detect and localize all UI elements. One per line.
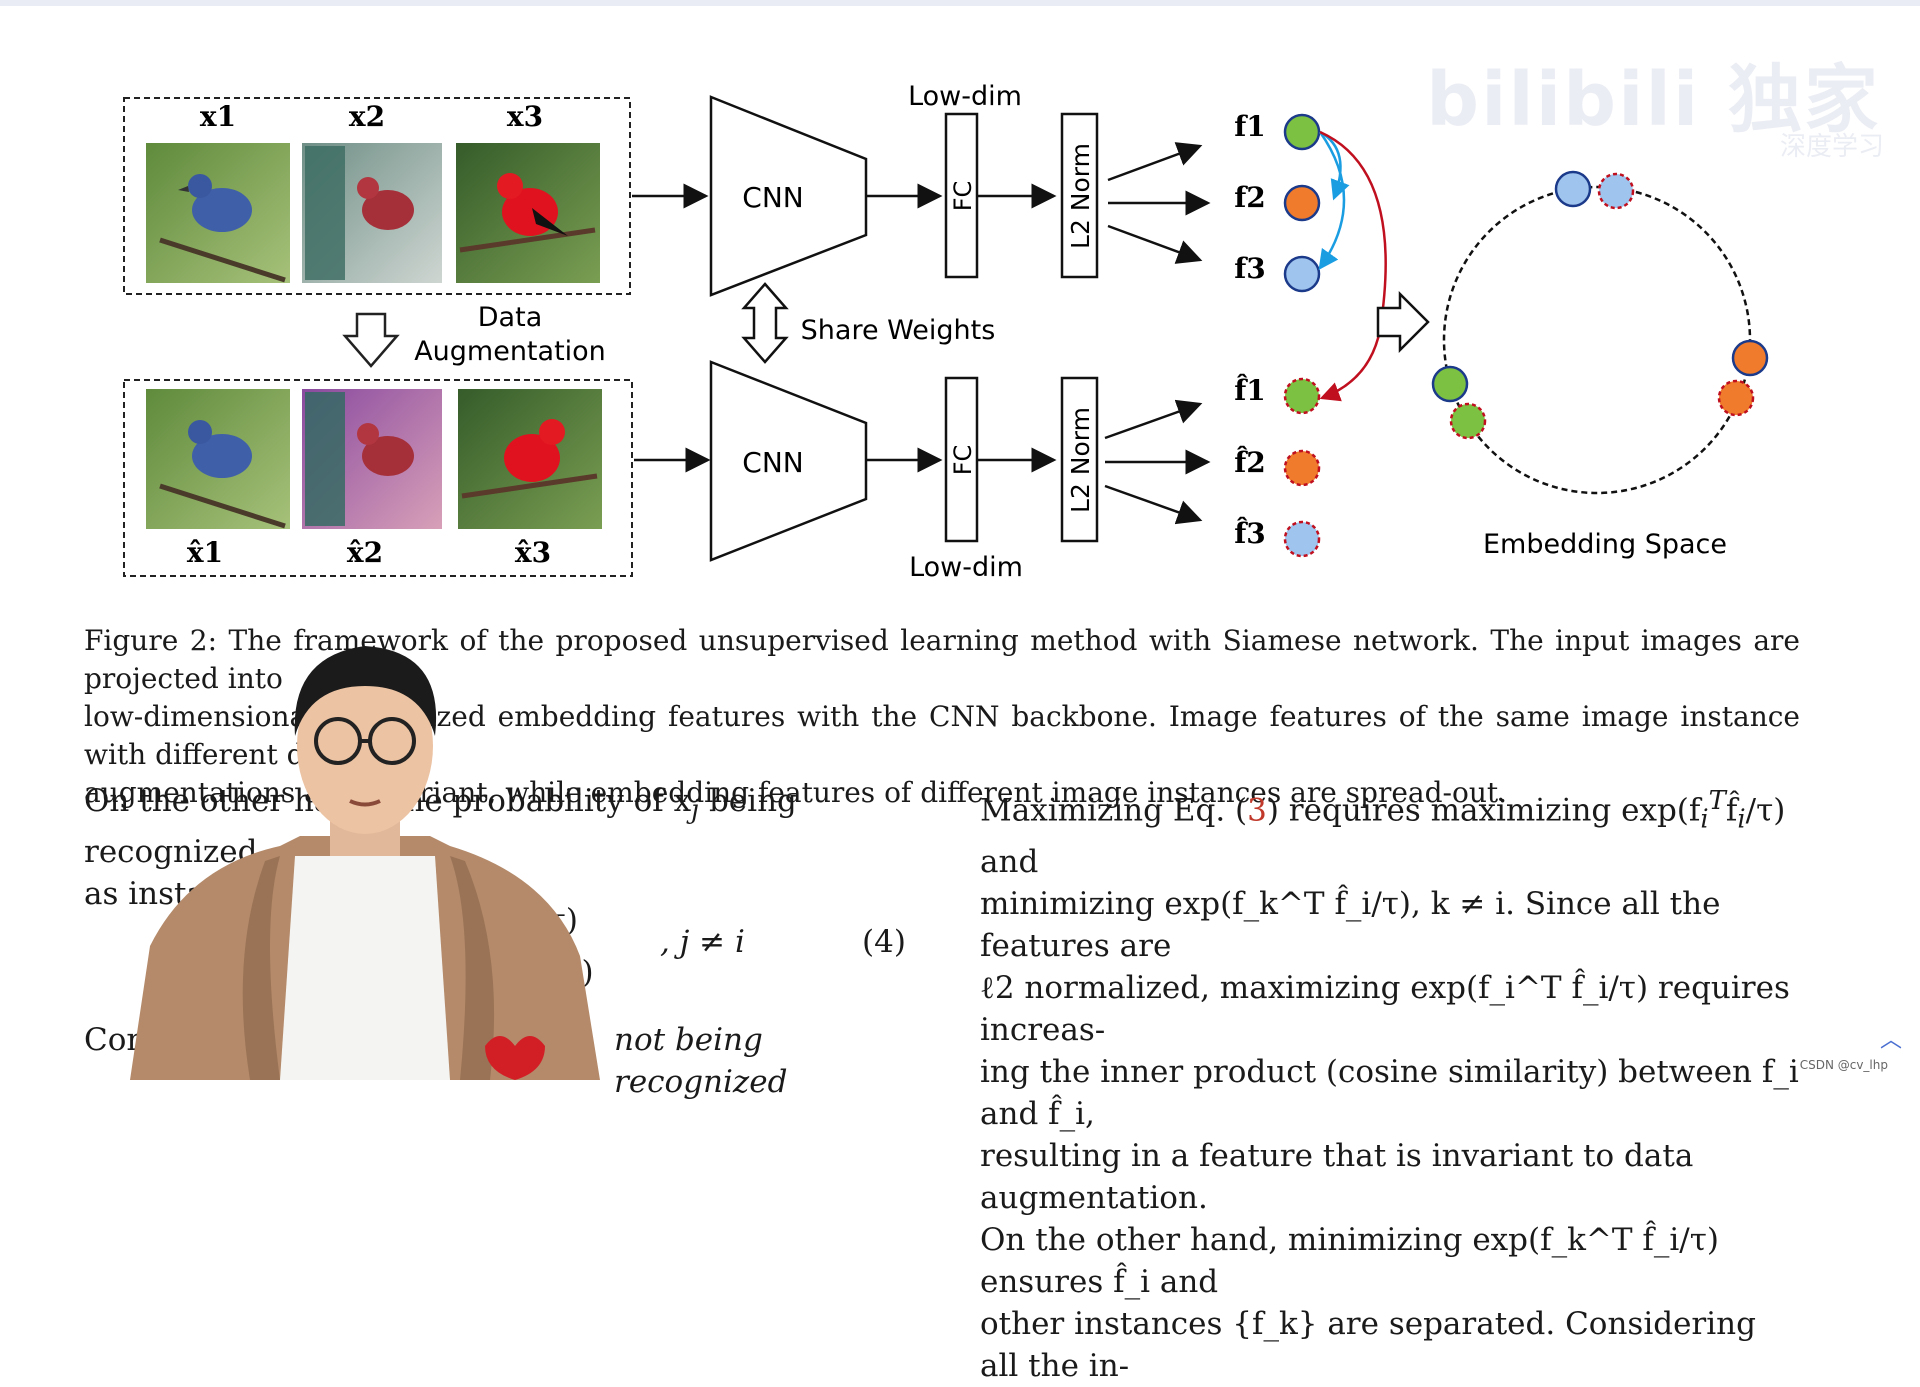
left-line-3-start: Cor [84, 1022, 142, 1058]
fc-label-bottom: FC [949, 445, 977, 476]
down-arrow-icon [342, 312, 400, 368]
embed-dot-green-hat [1449, 402, 1487, 440]
cnn-label-bottom: CNN [742, 446, 803, 479]
right-line-4: ing the inner product (cosine similarity… [980, 1053, 1799, 1132]
equation-number: (4) [862, 924, 906, 960]
caption-label: Figure 2: [84, 624, 218, 657]
fc-layer-bottom [944, 376, 979, 543]
bilibili-logo: bilibili 独家 [1426, 57, 1880, 143]
lowdim-label-top: Low-dim [908, 81, 1022, 112]
label-x3: x3 [507, 100, 543, 133]
feature-label-fhat1: f̂1 [1234, 374, 1266, 407]
label-x2: x2 [349, 100, 385, 133]
label-x1: x1 [200, 100, 236, 133]
logo-subtitle: 深度学习 [1779, 132, 1884, 162]
embed-dot-blue-hat [1597, 172, 1635, 210]
feature-dot-f3 [1283, 255, 1321, 293]
fc-label-top: FC [949, 181, 977, 212]
aug-label-1: Data [478, 302, 542, 333]
cnn-encoder-top [709, 95, 868, 297]
input-images-box [123, 97, 631, 295]
equation-condition: , j ≠ i [660, 924, 745, 960]
augmented-images-box [123, 379, 633, 577]
feature-label-f2: f2 [1234, 181, 1266, 214]
right-line-2: minimizing exp(f_k^T f̂_i/τ), k ≠ i. Sin… [980, 885, 1721, 964]
aug-bird-image-1 [146, 389, 290, 529]
embedding-space-circle [1442, 185, 1752, 495]
chevron-up-icon[interactable]: ︿ [1879, 1028, 1902, 1053]
right-line-7: other instances {f_k} are separated. Con… [980, 1305, 1756, 1384]
share-weights-arrow-icon [741, 282, 789, 364]
cnn-label-top: CNN [742, 181, 803, 214]
feature-dot-f1 [1283, 113, 1321, 151]
feature-label-fhat2: f̂2 [1234, 446, 1266, 479]
embed-dot-orange [1731, 339, 1769, 377]
feature-label-fhat3: f̂3 [1234, 517, 1266, 550]
equation-ref-link[interactable]: 3 [1247, 792, 1267, 829]
feature-dot-fhat3 [1283, 520, 1321, 558]
csdn-watermark: CSDN @cv_lhp [1799, 1058, 1888, 1072]
embed-dot-blue [1554, 170, 1592, 208]
bird-image-1 [146, 143, 290, 283]
right-line-6: On the other hand, minimizing exp(f_k^T … [980, 1221, 1719, 1300]
caption-line-1: The framework of the proposed unsupervis… [84, 624, 1801, 695]
feature-dot-f2 [1283, 184, 1321, 222]
feature-label-f1: f1 [1234, 110, 1266, 143]
left-line-3-end: not being recognized [614, 1022, 788, 1100]
presenter-video [130, 646, 600, 1080]
share-weights-label: Share Weights [801, 315, 996, 346]
label-xhat1: x̂1 [187, 536, 223, 569]
aug-bird-image-2 [302, 389, 442, 529]
top-border [0, 0, 1920, 6]
framework-figure: x1 x2 x3 x̂1 x̂2 [123, 81, 1769, 583]
label-xhat2: x̂2 [347, 536, 383, 569]
right-line-3: ℓ2 normalized, maximizing exp(f_i^T f̂_i… [980, 969, 1790, 1048]
aug-label-2: Augmentation [414, 336, 606, 367]
embed-dot-orange-hat [1717, 379, 1755, 417]
bird-image-2 [302, 143, 442, 283]
aug-bird-image-3 [458, 389, 602, 529]
right-arrow-icon [1376, 290, 1430, 354]
norm-label-top: L2 Norm [1066, 143, 1095, 249]
feature-dot-fhat2 [1283, 449, 1321, 487]
left-line-1-sub: j [691, 795, 700, 826]
cnn-encoder-bottom [709, 360, 868, 562]
right-line-1: Maximizing Eq. (3) requires maximizing e… [980, 786, 1786, 880]
l2-norm-bottom [1060, 376, 1099, 543]
lowdim-label-bottom: Low-dim [909, 552, 1023, 583]
fc-layer-top [944, 112, 979, 279]
left-line-1-end: being recognized [84, 783, 797, 871]
label-xhat3: x̂3 [515, 536, 551, 569]
norm-label-bottom: L2 Norm [1066, 407, 1095, 513]
feature-label-f3: f3 [1234, 252, 1266, 285]
feature-dot-fhat1 [1283, 377, 1321, 415]
right-column: Maximizing Eq. (3) requires maximizing e… [980, 780, 1800, 1387]
embedding-space-label: Embedding Space [1483, 529, 1727, 560]
right-line-5: resulting in a feature that is invariant… [980, 1137, 1694, 1216]
bird-image-3 [456, 143, 600, 283]
embed-dot-green [1431, 365, 1469, 403]
l2-norm-top [1060, 112, 1099, 279]
